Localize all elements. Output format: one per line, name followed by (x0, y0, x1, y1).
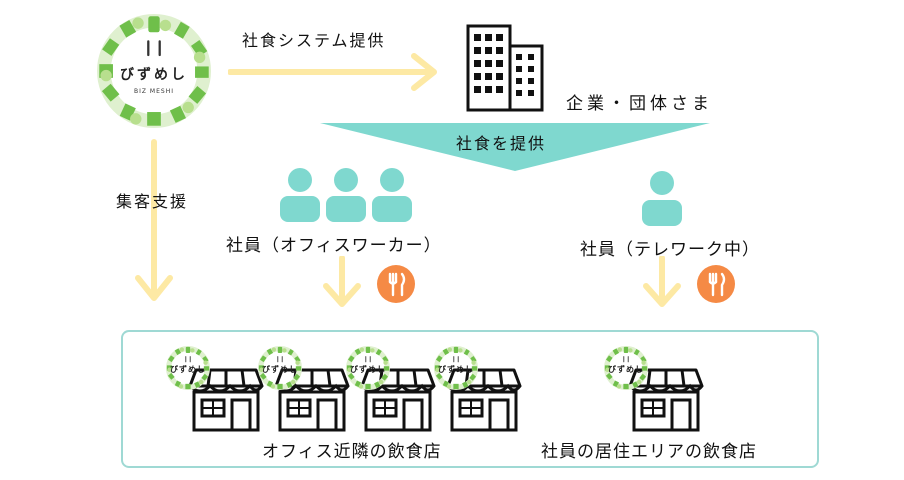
office-building-icon (466, 24, 544, 112)
logo-name: びずめし (438, 365, 474, 374)
shop-logo: びずめし (604, 346, 648, 390)
support-arrow (135, 139, 173, 301)
logo-name: びずめし (120, 67, 188, 83)
shop-logo: びずめし (166, 346, 210, 390)
teleworkers-label: 社員（テレワーク中） (580, 240, 760, 260)
customer-support-label: 集客支援 (116, 192, 189, 211)
office-meal-badge (377, 265, 415, 303)
provide-system-label: 社食システム提供 (242, 31, 386, 50)
bizmeshi-logo: びずめし BIZ MESHI (97, 14, 211, 128)
shop-logo: びずめし (258, 346, 302, 390)
telework-down-arrow (643, 256, 681, 307)
logo-subtitle: BIZ MESHI (134, 88, 174, 95)
system-arrow (228, 53, 437, 91)
person-icon (642, 171, 682, 226)
shop-logo: びずめし (346, 346, 390, 390)
fork-knife-icon (708, 272, 726, 297)
telework-meal-badge (697, 265, 735, 303)
office-down-arrow (323, 256, 361, 307)
office-workers-label: 社員（オフィスワーカー） (226, 236, 442, 256)
logo-name: びずめし (608, 365, 644, 374)
provide-meals-label: 社食を提供 (456, 134, 547, 153)
fork-knife-icon (388, 272, 406, 297)
meal-provision-triangle (320, 123, 710, 171)
restaurant-region (121, 330, 819, 468)
logo-name: びずめし (170, 365, 206, 374)
home-restaurants-label: 社員の居住エリアの飲食店 (541, 442, 757, 462)
logo-name: びずめし (262, 365, 298, 374)
shop-logo: びずめし (434, 346, 478, 390)
office-restaurants-label: オフィス近隣の飲食店 (262, 442, 442, 462)
companies-label: 企業・団体さま (566, 94, 713, 114)
people-icon (280, 168, 412, 222)
logo-name: びずめし (350, 365, 386, 374)
